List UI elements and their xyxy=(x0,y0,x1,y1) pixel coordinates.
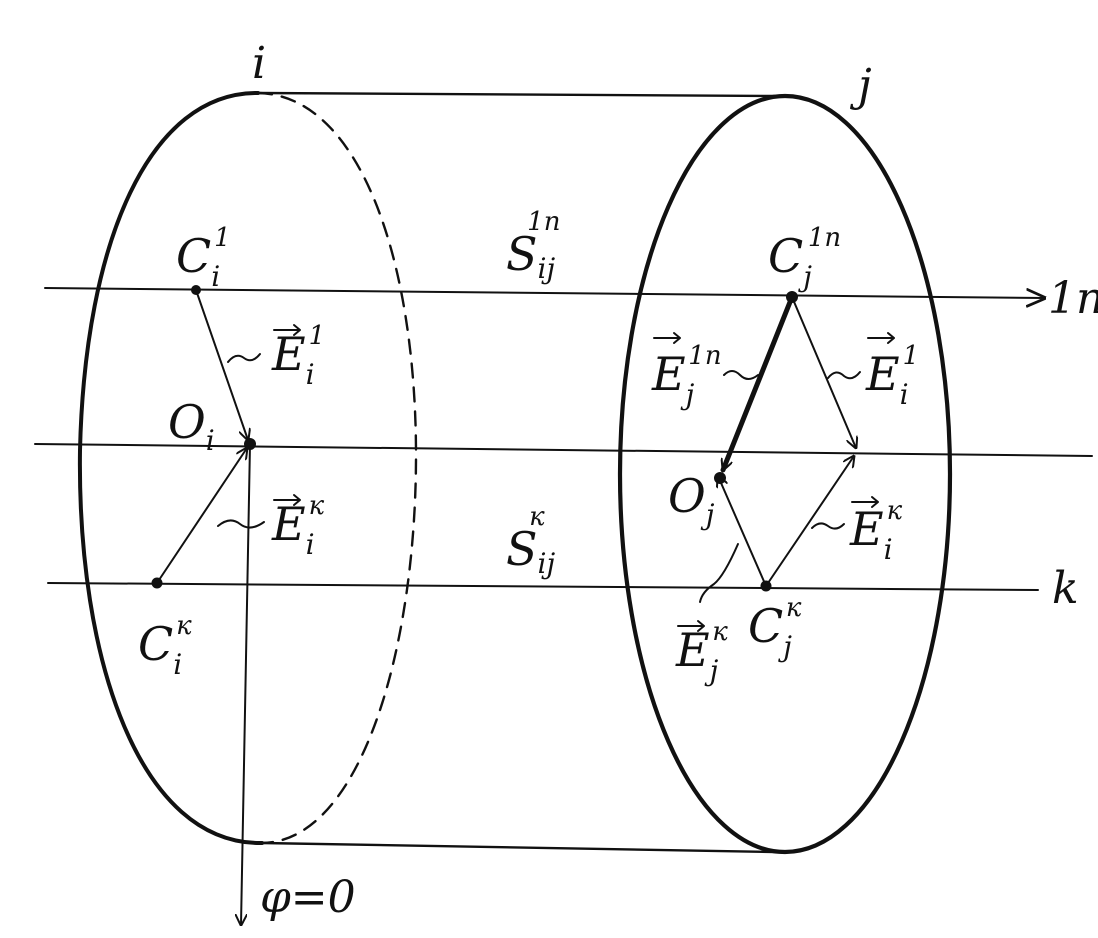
vector-Eik-right xyxy=(765,456,854,587)
point-Cjk xyxy=(760,580,772,592)
leader-Ei1-right xyxy=(827,371,861,380)
label-axis-k: k xyxy=(1052,563,1079,614)
axis-line-1n xyxy=(44,287,1045,298)
label-Cj1n: Cj1n xyxy=(768,223,841,293)
label-Cik: Ciк xyxy=(138,611,192,681)
point-Ci1 xyxy=(191,285,201,295)
axis-lines xyxy=(34,287,1093,591)
label-Ei1-left: Ei1 xyxy=(271,321,325,391)
vector-Ejk xyxy=(718,476,767,587)
disk-j xyxy=(617,93,953,855)
label-disk-i: i xyxy=(252,38,266,89)
cylinder-outline xyxy=(77,90,953,855)
label-phi-zero: φ=0 xyxy=(260,872,356,923)
leader-Eik-left xyxy=(217,519,265,529)
disk-i-front-edge xyxy=(77,90,264,846)
phi-zero-axis xyxy=(241,443,251,925)
label-S1n: Sij1n xyxy=(506,207,560,285)
leader-Ej1n xyxy=(723,370,759,380)
vector-bar-Eik-left xyxy=(273,494,301,506)
disk-i-hidden-edge xyxy=(256,91,418,845)
vector-bar-Ejk xyxy=(677,620,705,632)
points xyxy=(151,285,798,592)
label-Ci1: Ci1 xyxy=(176,223,231,293)
vector-Ei1-left xyxy=(195,289,248,440)
label-Oj: Oj xyxy=(668,469,715,531)
label-Ei1-right: Ei1 xyxy=(865,341,919,411)
leader-Ejk xyxy=(699,543,739,603)
point-Cik xyxy=(151,577,163,589)
vector-Eik-left xyxy=(156,448,247,584)
point-Oj xyxy=(714,472,726,484)
point-Cj1n xyxy=(786,291,798,303)
label-disk-j: j xyxy=(849,60,872,111)
axis-line-k xyxy=(47,582,1039,591)
label-Cjk: Cjк xyxy=(748,593,802,663)
vector-bar-Ei1-left xyxy=(273,324,301,336)
label-Eik-left: Eiк xyxy=(271,491,325,561)
vector-bar-Ei1-right xyxy=(867,332,895,344)
label-Ej1n: Ej1n xyxy=(651,341,722,411)
vector-bar-Eik-right xyxy=(851,496,879,508)
label-Ejk: Ejк xyxy=(675,617,728,687)
vector-bar-Ej1n xyxy=(653,332,681,344)
label-axis-1n: 1n xyxy=(1048,273,1098,324)
cylinder-top-edge xyxy=(256,91,777,98)
cylinder-bottom-edge xyxy=(260,841,777,854)
label-Sk: Sijк xyxy=(506,502,555,580)
leader-Ei1-left xyxy=(227,353,261,363)
leader-Eik-right xyxy=(811,522,845,530)
vector-Ei1-right xyxy=(791,296,856,448)
label-Eik-right: Eiк xyxy=(849,496,903,566)
axis-line-center xyxy=(34,443,1093,457)
point-Oi xyxy=(244,438,256,450)
labels: i j 1n k φ=0 Ci1 Oi Ciк Ei1 Eiк Sij1n xyxy=(138,38,1098,923)
left-vectors xyxy=(156,289,265,584)
label-Oi: Oi xyxy=(168,395,215,457)
vector-Ej1n xyxy=(720,294,795,470)
right-vectors xyxy=(699,294,861,603)
